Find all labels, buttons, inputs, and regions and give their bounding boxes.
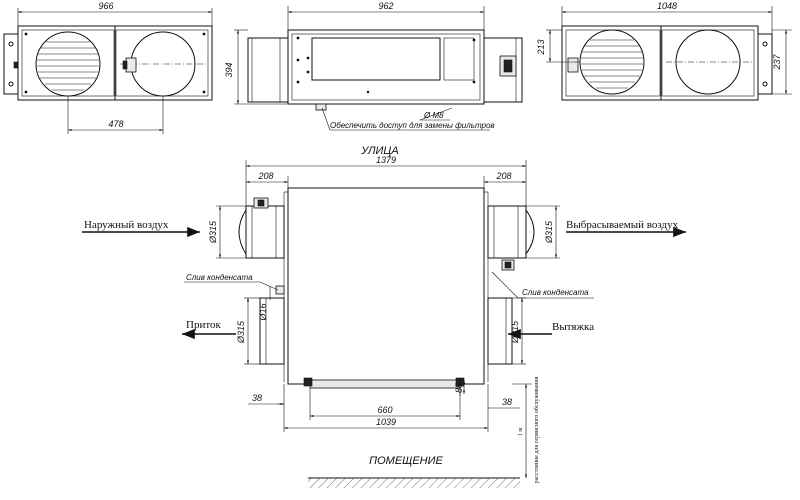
dim-plan-overall: 1379 xyxy=(376,155,396,165)
spigot-supply xyxy=(259,285,285,365)
dim-rear-width: 1048 xyxy=(657,1,677,11)
side-left-spigot xyxy=(247,37,289,103)
dim-front-spacing: 478 xyxy=(108,119,123,129)
condensate-left-label: Слив конденсата xyxy=(186,273,253,282)
filter-access-label: Обеспечить доступ для замены фильтров xyxy=(330,121,495,130)
side-view: 962 394 Ø M8 Обеспечить доступ для замен… xyxy=(224,1,523,131)
plan-view: УЛИЦА xyxy=(184,145,594,488)
service-note: расстояние для сервисного обслуживания xyxy=(533,376,540,483)
front-view: 966 478 xyxy=(3,1,213,134)
side-filter-door xyxy=(311,37,441,81)
dim-plan-38-left: 38 xyxy=(252,393,262,403)
dim-plan-1039: 1039 xyxy=(376,417,396,427)
dim-rear-height1: 213 xyxy=(536,39,546,55)
airflow-exhaust-air: Выбрасываемый воздух xyxy=(566,219,679,231)
dim-plan-left-spigot: 208 xyxy=(257,171,273,181)
dim-plan-d315-bl: Ø315 xyxy=(236,320,246,344)
dim-front-width: 966 xyxy=(98,1,113,11)
rear-grille-slats xyxy=(581,39,643,89)
room-label: ПОМЕЩЕНИЕ xyxy=(369,455,443,467)
street-label: УЛИЦА xyxy=(360,145,399,157)
airflow-extract: Вытяжка xyxy=(552,321,594,333)
dim-side-height: 394 xyxy=(224,62,234,77)
rear-right-bracket xyxy=(757,33,773,95)
service-panel xyxy=(309,379,461,389)
room-wall-hatch xyxy=(308,478,520,488)
spigot-exhaust-air xyxy=(487,205,535,271)
rear-view: 1048 213 237 xyxy=(536,1,792,101)
spigot-extract xyxy=(487,297,513,365)
dim-plan-660: 660 xyxy=(377,405,392,415)
airflow-outdoor-air: Наружный воздух xyxy=(84,219,169,231)
dim-rear-height2: 237 xyxy=(772,54,782,71)
airflow-arrows: Наружный воздух Выбрасываемый воздух При… xyxy=(82,219,686,340)
dim-plan-d315-tl: Ø315 xyxy=(208,220,218,244)
dim-plan-right-spigot: 208 xyxy=(495,171,511,181)
dim-plan-38-right: 38 xyxy=(502,397,512,407)
condensate-right-label: Слив конденсата xyxy=(522,288,589,297)
plan-body xyxy=(287,187,485,385)
dim-plan-d16: Ø16 xyxy=(258,303,268,321)
dim-side-width: 962 xyxy=(378,1,393,11)
thread-label: Ø M8 xyxy=(423,111,444,120)
dim-plan-85: 85 xyxy=(454,382,464,393)
dim-plan-d315-tr: Ø315 xyxy=(544,220,554,244)
front-grille-slats xyxy=(37,41,99,91)
dim-plan-d315-br: Ø315 xyxy=(510,320,520,344)
service-distance: 1 м xyxy=(518,428,524,437)
spigot-outdoor-air xyxy=(238,197,285,259)
airflow-supply: Приток xyxy=(186,319,221,331)
